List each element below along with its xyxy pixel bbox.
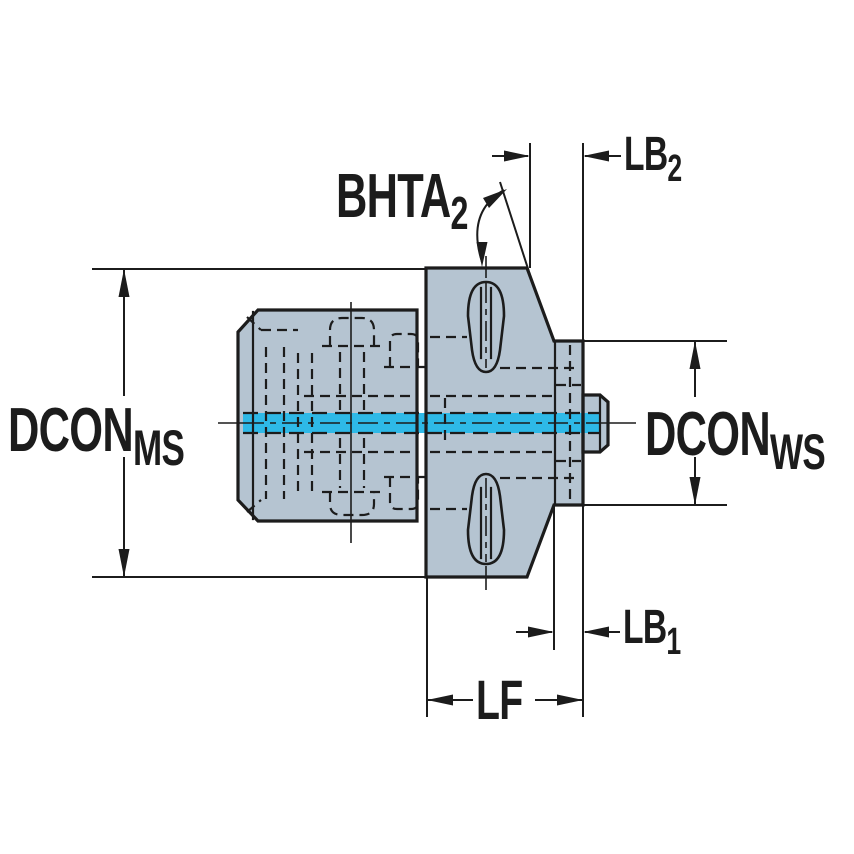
dim-lf xyxy=(426,577,583,717)
drive-slots xyxy=(466,280,506,566)
angle-bhta2 xyxy=(476,181,532,279)
ms-body-outline xyxy=(236,308,419,523)
label-lf: LF xyxy=(476,672,523,739)
label-dcon-ws-sub: WS xyxy=(769,424,826,480)
slot-top-inner-lines xyxy=(479,286,493,360)
label-lb1-main: LB xyxy=(623,601,667,654)
label-dcon-ms-main: DCON xyxy=(8,396,134,465)
label-lb1: LB1 xyxy=(623,601,681,663)
slot-top xyxy=(466,280,506,374)
dim-lb2 xyxy=(492,143,621,341)
label-bhta2-main: BHTA xyxy=(336,162,451,231)
hidden-detail-lines xyxy=(246,316,581,517)
label-dcon-ws-main: DCON xyxy=(645,400,771,469)
slot-bottom xyxy=(466,472,506,566)
dim-dcon-ws xyxy=(583,340,727,506)
slot-bottom-inner-lines xyxy=(479,486,493,560)
label-lb2-sub: 2 xyxy=(667,148,682,190)
label-lb2: LB2 xyxy=(624,128,682,190)
label-bhta2-sub: 2 xyxy=(450,187,469,239)
label-dcon-ws: DCONWS xyxy=(645,404,826,480)
dim-dcon-ms xyxy=(92,268,426,578)
dim-lb1 xyxy=(516,505,620,717)
coolant-channel xyxy=(243,411,600,435)
coolant-band xyxy=(243,413,600,433)
label-lb2-main: LB xyxy=(624,128,668,181)
label-lf-main: LF xyxy=(476,668,523,731)
center-lines xyxy=(218,256,636,590)
label-dcon-ms-sub: MS xyxy=(132,420,185,476)
label-bhta2: BHTA2 xyxy=(336,166,469,239)
label-lb1-sub: 1 xyxy=(666,621,681,663)
label-dcon-ms: DCONMS xyxy=(8,400,185,476)
internal-edges xyxy=(251,286,557,560)
taper-reference-line xyxy=(499,181,532,279)
